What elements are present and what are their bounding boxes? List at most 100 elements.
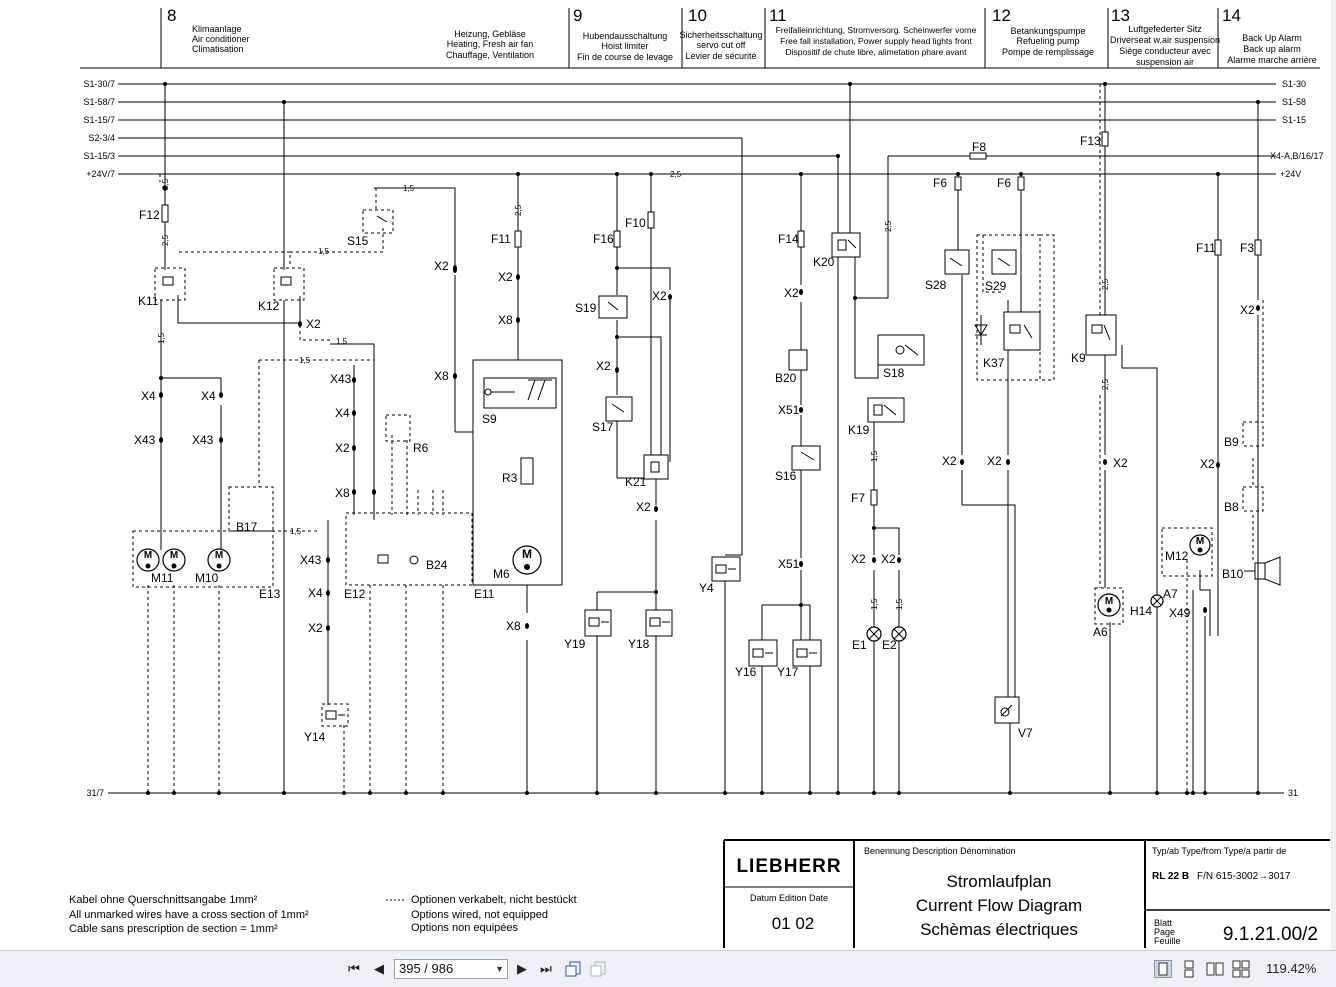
- previous-view-icon: [565, 961, 581, 977]
- col-8-line1: Klimaanlage: [192, 24, 242, 34]
- edition-value: 01 02: [772, 914, 815, 933]
- label-f3: F3: [1240, 241, 1254, 255]
- label-x43-heat: X43: [330, 372, 352, 386]
- continuous-pages-icon: [1184, 960, 1194, 978]
- continuous-facing-view-button[interactable]: [1232, 960, 1250, 978]
- title-block: [723, 839, 1330, 948]
- label-x49: X49: [1169, 606, 1191, 620]
- motor-m6: [512, 545, 542, 575]
- chevron-down-icon[interactable]: ▼: [495, 964, 504, 974]
- continuous-view-button[interactable]: [1180, 960, 1198, 978]
- wire-label: 1,5: [895, 598, 904, 610]
- label-f6-b: F6: [997, 176, 1011, 190]
- note-cross-section-en: All unmarked wires have a cross section …: [69, 909, 309, 921]
- svg-text:M: M: [170, 550, 178, 561]
- col-heating-line3: Chauffage, Ventilation: [446, 50, 534, 60]
- label-x2-62: X2: [498, 270, 513, 284]
- label-x2-31: X2: [881, 552, 896, 566]
- col-9-number: 9: [573, 6, 582, 25]
- rail-s1-30-right: S1-30: [1282, 79, 1306, 89]
- wire-label: 1,5: [290, 527, 302, 536]
- page-number-input[interactable]: 395 / 986 ▼: [394, 959, 508, 979]
- label-s15: S15: [347, 234, 369, 248]
- facing-view-button[interactable]: [1206, 960, 1224, 978]
- zoom-level[interactable]: 119.42%: [1266, 961, 1317, 976]
- go-back-view-button[interactable]: [564, 960, 582, 978]
- label-e1: E1: [852, 638, 867, 652]
- label-x2-8: X2: [1113, 456, 1128, 470]
- label-k20: K20: [813, 255, 835, 269]
- col-13-number: 13: [1111, 6, 1130, 25]
- col-14-line3: Alarme marche arrière: [1227, 55, 1317, 65]
- label-b17: B17: [236, 520, 258, 534]
- label-x43-b: X43: [192, 433, 214, 447]
- label-x8-4: X8: [498, 313, 513, 327]
- rail-31-right: 31: [1288, 788, 1298, 798]
- label-r6: R6: [413, 441, 429, 455]
- col-heating-line1: Heizung, Gebläse: [454, 29, 526, 39]
- wiring-diagram: 8 Klimaanlage Air conditioner Climatisat…: [69, 0, 1336, 950]
- single-page-icon: [1158, 962, 1168, 976]
- first-page-button[interactable]: ⏮: [345, 960, 363, 978]
- rail-s1-30-left: S1-30/7: [83, 79, 115, 89]
- triangle-right-icon: ▶: [517, 961, 527, 977]
- label-k11: K11: [138, 294, 159, 308]
- rail-s1-15-left: S1-15/7: [83, 115, 115, 125]
- label-x8-m6: X8: [506, 619, 521, 633]
- motor-a6: [1097, 593, 1121, 617]
- col-10-line1: Sicherheitsschaltung: [679, 30, 762, 40]
- label-x2-10: X2: [942, 454, 957, 468]
- rail-s1-15-3-left: S1-15/3: [83, 151, 115, 161]
- go-forward-view-button[interactable]: [589, 960, 607, 978]
- label-f16: F16: [593, 232, 614, 246]
- label-f8: F8: [972, 140, 986, 154]
- label-x8-heat2: X8: [335, 486, 350, 500]
- label-s28: S28: [925, 278, 947, 292]
- label-e11: E11: [474, 587, 495, 601]
- col-9-line2: Hoist limiter: [601, 41, 648, 51]
- last-page-button[interactable]: ⏭: [537, 960, 555, 978]
- note-options-de: Optionen verkabelt, nicht bestückt: [411, 894, 577, 906]
- col-13-line1: Luftgefederter Sitz: [1128, 24, 1202, 34]
- single-page-view-button[interactable]: [1154, 960, 1172, 978]
- label-x51-b: X51: [778, 557, 800, 571]
- col-11-number: 11: [769, 6, 787, 25]
- label-a7: A7: [1163, 587, 1178, 601]
- wire-label: 2,5: [161, 178, 170, 190]
- col-9-line1: Hubendausschaltung: [583, 31, 668, 41]
- label-k19: K19: [848, 423, 870, 437]
- skip-forward-icon: ⏭: [540, 961, 552, 977]
- wire-label: 1,5: [870, 598, 879, 610]
- col-14-number: 14: [1222, 6, 1241, 25]
- label-x2-31b: X2: [987, 454, 1002, 468]
- label-y17: Y17: [777, 665, 799, 679]
- label-y18: Y18: [628, 637, 650, 651]
- wire-label: 2,5: [1101, 278, 1110, 290]
- wire-label: 1,5: [336, 337, 348, 346]
- sheet-number: 9.1.21.00/2: [1223, 924, 1318, 945]
- page-label: Page: [1154, 927, 1175, 937]
- title-en: Current Flow Diagram: [916, 896, 1082, 915]
- label-f11: F11: [491, 232, 511, 246]
- label-s19: S19: [575, 301, 597, 315]
- svg-text:M: M: [215, 550, 223, 561]
- next-page-button[interactable]: ▶: [513, 960, 531, 978]
- label-x4-a: X4: [141, 389, 156, 403]
- label-x2-k12: X2: [306, 317, 321, 331]
- col-11-line1: Freifalleinrichtung, Stromversorg. Schei…: [776, 25, 977, 35]
- previous-page-button[interactable]: ◀: [370, 960, 388, 978]
- label-y19: Y19: [564, 637, 586, 651]
- col-8-line2: Air conditioner: [192, 34, 250, 44]
- rail-s1-58-right: S1-58: [1282, 97, 1306, 107]
- svg-text:M: M: [1105, 596, 1113, 607]
- wire-label: 1,5: [870, 450, 879, 462]
- label-f14: F14: [778, 232, 799, 246]
- label-x2-5: X2: [784, 286, 799, 300]
- rail-s1-15-right: S1-15: [1282, 115, 1306, 125]
- label-x51-a: X51: [778, 403, 800, 417]
- label-x2-44: X2: [652, 289, 667, 303]
- label-h14: H14: [1130, 604, 1152, 618]
- label-f10: F10: [625, 216, 646, 230]
- next-view-icon: [590, 961, 606, 977]
- title-fr: Schèmas électriques: [920, 920, 1078, 939]
